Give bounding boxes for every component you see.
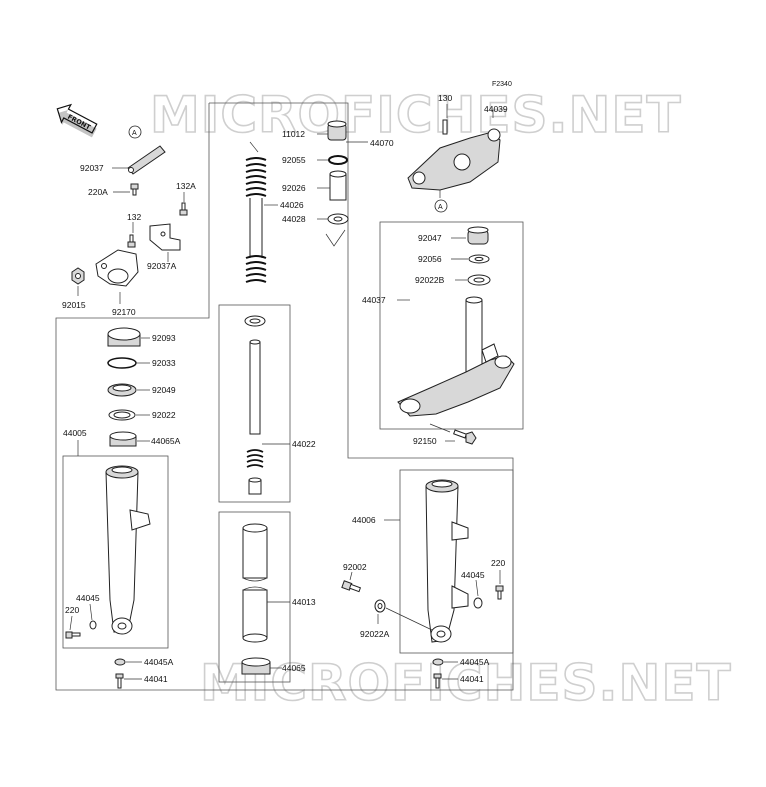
washer-92022a [374, 599, 386, 613]
label-44065a: 44065A [151, 436, 181, 446]
label-92049: 92049 [152, 385, 176, 395]
label-92056: 92056 [418, 254, 442, 264]
svg-text:A: A [438, 204, 443, 211]
washer-92022b [467, 274, 491, 286]
washer-44045-right [473, 597, 483, 609]
label-220a: 220A [88, 187, 108, 197]
clamp-92037 [127, 145, 166, 175]
label-132a: 132A [176, 181, 196, 191]
label-44045-left: 44045 [76, 593, 100, 603]
clamp-92170 [95, 249, 139, 287]
bracket-92037a [149, 223, 181, 251]
label-92037: 92037 [80, 163, 104, 173]
label-11012: 11012 [282, 129, 305, 139]
label-92022: 92022 [152, 410, 176, 420]
label-220-left: 220 [65, 605, 79, 615]
label-92015: 92015 [62, 300, 86, 310]
washer-44045a-right [432, 658, 444, 666]
label-44039: 44039 [484, 104, 508, 114]
label-92033: 92033 [152, 358, 176, 368]
figure-code: F2340 [492, 81, 512, 88]
label-44045a-left: 44045A [144, 657, 174, 667]
circlip-92033 [107, 357, 137, 369]
washer-44045-left [89, 620, 97, 630]
label-44006: 44006 [352, 515, 376, 525]
upper-bracket-44039 [407, 104, 501, 198]
outer-tube-44006 [425, 479, 469, 643]
cap-bolt-11012 [327, 120, 347, 141]
label-92055: 92055 [282, 155, 306, 165]
label-44028: 44028 [282, 214, 306, 224]
label-132: 132 [127, 212, 141, 222]
bolt-220-left [65, 631, 81, 639]
label-92002: 92002 [343, 562, 367, 572]
watermark-top: MICROFICHES.NET [150, 86, 682, 144]
inner-tube-44013 [242, 523, 268, 643]
label-92037a: 92037A [147, 261, 177, 271]
label-44041-right: 44041 [460, 674, 484, 684]
callout-a-left: A [128, 125, 142, 139]
assembly-frames [55, 102, 524, 691]
outer-tube-44005 [105, 465, 151, 635]
label-92026: 92026 [282, 183, 306, 193]
bolt-92150 [429, 423, 477, 445]
washer-92056 [468, 254, 490, 264]
washer-44045a-left [114, 658, 126, 666]
bolt-132a [179, 202, 188, 216]
bolt-92002 [341, 580, 362, 593]
label-44013: 44013 [292, 597, 316, 607]
label-92093: 92093 [152, 333, 176, 343]
fork-spring-44026 [245, 141, 267, 283]
damper-rod-44022 [244, 315, 266, 495]
bolt-220a [130, 183, 139, 196]
under-bracket-44037 [397, 296, 515, 417]
o-ring-92055 [328, 155, 348, 165]
label-44037: 44037 [362, 295, 386, 305]
washer-92022 [108, 409, 136, 421]
label-92022b: 92022B [415, 275, 445, 285]
bushing-44065 [241, 657, 271, 675]
label-92047: 92047 [418, 233, 442, 243]
callout-a-top: A [434, 199, 448, 213]
watermark-bottom: MICROFICHES.NET [200, 654, 732, 712]
spacer-92026 [329, 170, 347, 201]
washer-44028 [325, 213, 349, 247]
dust-seal-92093 [107, 327, 141, 347]
label-44070: 44070 [370, 138, 394, 148]
label-44041-left: 44041 [144, 674, 168, 684]
label-92022a: 92022A [360, 629, 390, 639]
label-44022: 44022 [292, 439, 316, 449]
label-44065: 44065 [282, 663, 306, 673]
label-44005: 44005 [63, 428, 87, 438]
oil-seal-92049 [107, 383, 137, 397]
bushing-44065a [109, 431, 137, 447]
bolt-44041-right [433, 673, 442, 689]
nut-92015 [71, 267, 85, 285]
label-220-right: 220 [491, 558, 505, 568]
seal-92047 [467, 226, 489, 245]
bolt-220-right [495, 585, 504, 600]
label-130: 130 [438, 93, 452, 103]
label-44045-right: 44045 [461, 570, 485, 580]
svg-text:A: A [132, 130, 137, 137]
bolt-132 [127, 234, 136, 248]
bolt-44041-left [115, 673, 124, 689]
label-92150: 92150 [413, 436, 437, 446]
front-arrow-icon: FRONT [56, 103, 98, 138]
label-44045a-right: 44045A [460, 657, 490, 667]
label-44026: 44026 [280, 200, 304, 210]
label-92170: 92170 [112, 307, 136, 317]
